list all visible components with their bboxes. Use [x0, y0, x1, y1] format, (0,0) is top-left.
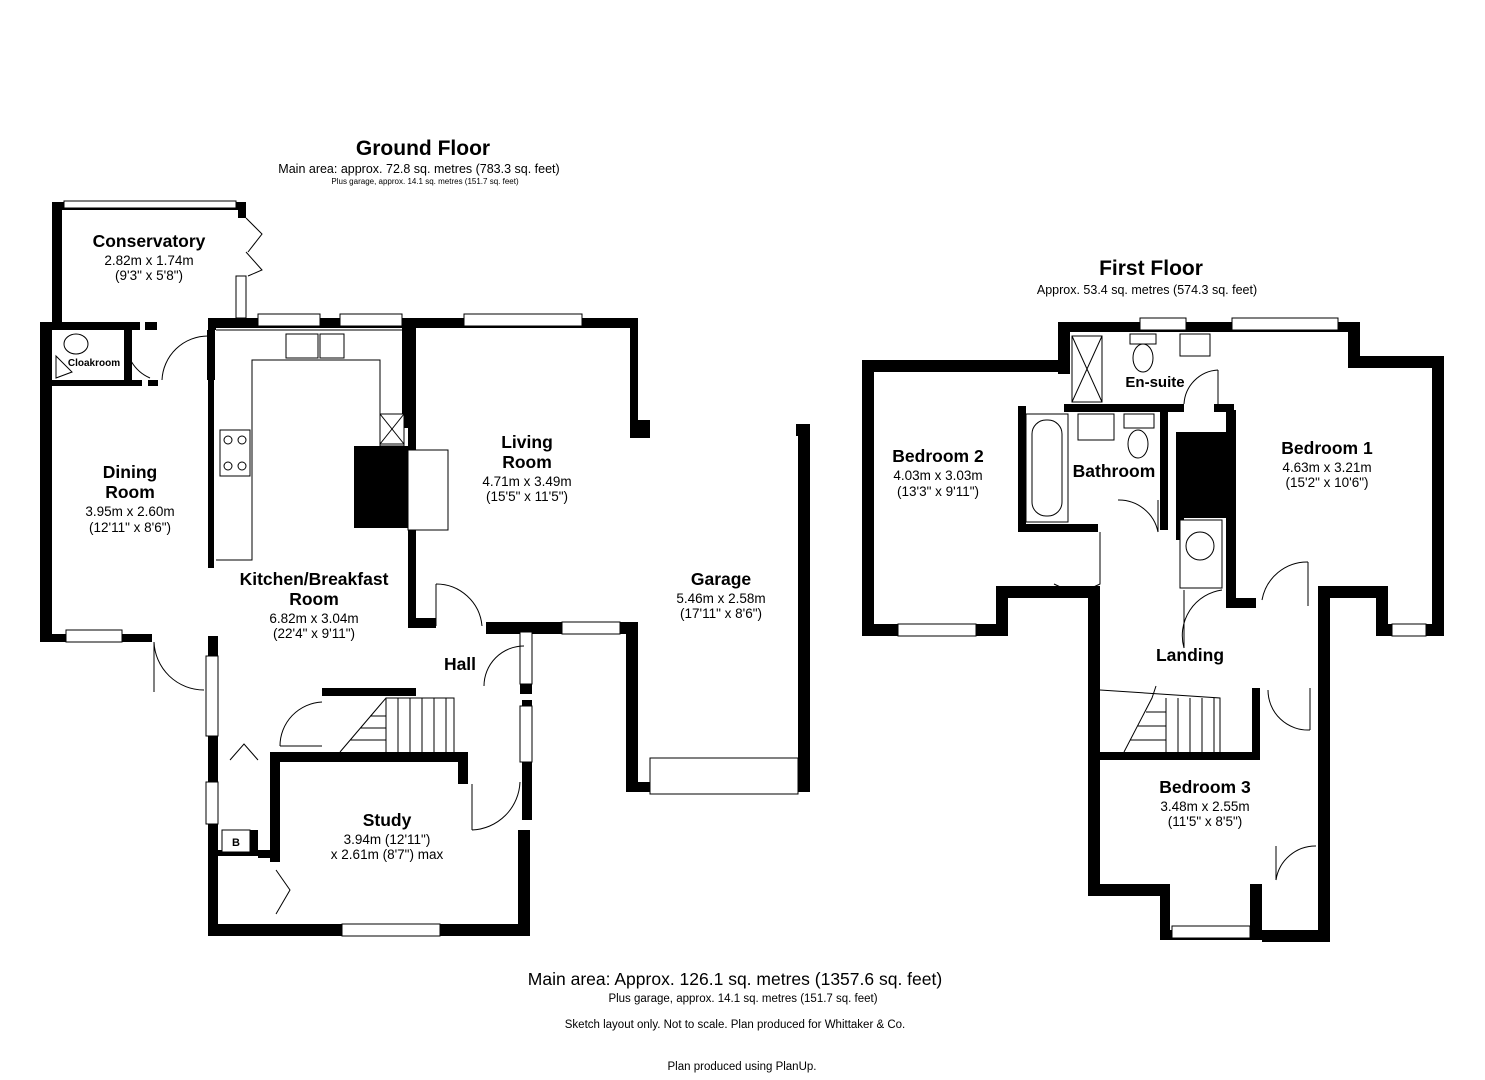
first-floor-title: First Floor — [1099, 257, 1203, 280]
hall-name: Hall — [444, 654, 476, 674]
first-floor-area: Approx. 53.4 sq. metres (574.3 sq. feet) — [1037, 283, 1257, 297]
bedroom2-name: Bedroom 2 — [892, 446, 984, 466]
cloakroom-fixtures — [55, 333, 89, 379]
living-dim-ft: (15'5" x 11'5") — [486, 489, 568, 504]
bathroom-name: Bathroom — [1073, 461, 1156, 481]
first-floor-stairs — [1099, 685, 1221, 753]
first-floor-labels: Bedroom 2 4.03m x 3.03m (13'3" x 9'11") … — [892, 374, 1373, 829]
boiler-cupboard — [221, 829, 251, 853]
landing-name: Landing — [1156, 645, 1224, 665]
conservatory-dim-m: 2.82m x 1.74m — [104, 253, 193, 268]
kitchen-dim-ft: (22'4" x 9'11") — [273, 626, 355, 641]
bedroom1-dim-m: 4.63m x 3.21m — [1282, 460, 1371, 475]
ensuite-name: En-suite — [1125, 374, 1184, 391]
cloakroom-name: Cloakroom — [68, 358, 120, 369]
ground-floor-windows — [63, 200, 799, 937]
ground-floor-title: Ground Floor — [356, 137, 490, 160]
kitchen-dim-m: 6.82m x 3.04m — [269, 611, 358, 626]
footer-garage-area: Plus garage, approx. 14.1 sq. metres (15… — [608, 993, 877, 1005]
garage-name: Garage — [691, 569, 752, 589]
ground-floor-main-area: Main area: approx. 72.8 sq. metres (783.… — [278, 162, 559, 176]
kitchen-name-2: Room — [289, 589, 339, 609]
dining-dim-ft: (12'11" x 8'6") — [89, 520, 171, 535]
bedroom3-dim-m: 3.48m x 2.55m — [1160, 799, 1249, 814]
footer-produced: Plan produced using PlanUp. — [668, 1061, 817, 1073]
bedroom3-dim-ft: (11'5" x 8'5") — [1168, 814, 1243, 829]
bedroom2-dim-ft: (13'3" x 9'11") — [897, 484, 979, 499]
dining-name-1: Dining — [103, 462, 157, 482]
ground-floor-doors — [125, 217, 525, 915]
study-dim-1: 3.94m (12'11") — [344, 832, 431, 847]
dining-name-2: Room — [105, 482, 155, 502]
bedroom3-name: Bedroom 3 — [1159, 777, 1251, 797]
bedroom1-name: Bedroom 1 — [1281, 438, 1373, 458]
study-name: Study — [363, 810, 412, 830]
footer-main-area: Main area: Approx. 126.1 sq. metres (135… — [528, 969, 942, 989]
kitchen-name-1: Kitchen/Breakfast — [240, 569, 389, 589]
living-name-1: Living — [501, 432, 553, 452]
ground-floor-stairs — [339, 697, 455, 753]
bedroom1-dim-ft: (15'2" x 10'6") — [1285, 475, 1368, 490]
garage-dim-m: 5.46m x 2.58m — [676, 591, 765, 606]
dining-dim-m: 3.95m x 2.60m — [85, 504, 174, 519]
boiler-label: B — [232, 837, 240, 849]
garage-dim-ft: (17'11" x 8'6") — [680, 606, 762, 621]
kitchen-fittings — [216, 329, 449, 561]
bedroom2-dim-m: 4.03m x 3.03m — [893, 468, 982, 483]
ground-floor-labels: Conservatory 2.82m x 1.74m (9'3" x 5'8")… — [68, 231, 766, 862]
first-floor-doors — [1053, 369, 1317, 881]
living-dim-m: 4.71m x 3.49m — [482, 474, 571, 489]
footer-note: Sketch layout only. Not to scale. Plan p… — [565, 1019, 905, 1031]
ground-floor-garage-area: Plus garage, approx. 14.1 sq. metres (15… — [331, 177, 519, 186]
first-floor-windows — [897, 317, 1427, 939]
living-name-2: Room — [502, 452, 552, 472]
conservatory-dim-ft: (9'3" x 5'8") — [115, 268, 183, 283]
study-dim-2: x 2.61m (8'7") max — [331, 847, 444, 862]
conservatory-name: Conservatory — [93, 231, 206, 251]
first-floor-fixtures — [1025, 333, 1223, 589]
